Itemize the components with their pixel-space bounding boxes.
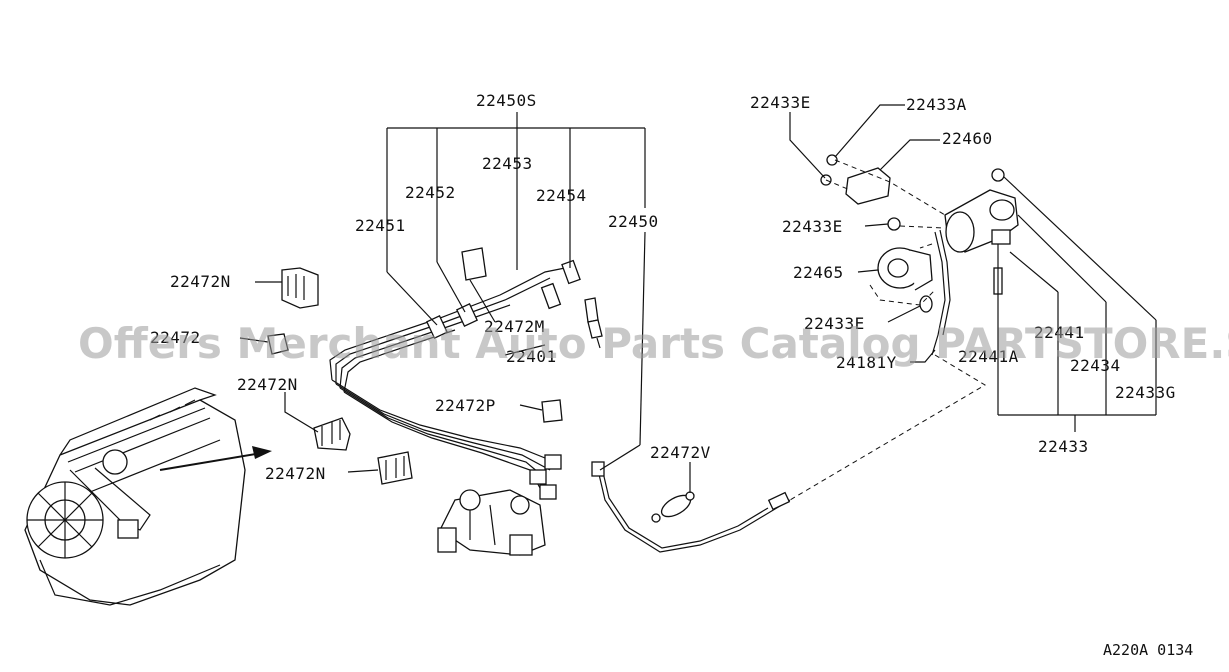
clip-22472P — [541, 399, 563, 423]
label-22433E-c: 22433E — [804, 314, 865, 333]
label-22433A: 22433A — [906, 95, 967, 114]
label-22454: 22454 — [536, 186, 587, 205]
bracket-harness — [887, 217, 951, 356]
label-22472P: 22472P — [435, 396, 496, 415]
label-22472M: 22472M — [484, 317, 545, 336]
resistor-22465 — [877, 247, 933, 291]
clip-22472M — [461, 247, 487, 281]
power-transistor-22460 — [820, 154, 891, 205]
assembly-guide-lines — [789, 159, 986, 501]
label-22472N-a: 22472N — [170, 272, 231, 291]
label-22401: 22401 — [506, 347, 557, 366]
label-22433: 22433 — [1038, 437, 1089, 456]
spark-plug — [584, 297, 603, 349]
label-22433E-a: 22433E — [750, 93, 811, 112]
coil-lead-22450 — [591, 461, 791, 553]
part-number-labels: 22450S 22453 22452 22454 22451 22450 224… — [150, 91, 1176, 483]
watermark: Offers Merchant Auto Parts Catalog PARTS… — [78, 319, 1229, 368]
ignition-wire-harness — [329, 259, 581, 500]
ignition-coil-assembly — [944, 168, 1019, 295]
grommet-22472V — [651, 491, 695, 523]
label-22441: 22441 — [1034, 323, 1085, 342]
label-22434: 22434 — [1070, 356, 1121, 375]
direction-arrow — [159, 446, 272, 471]
clip-22472N-a — [281, 267, 319, 309]
label-22460: 22460 — [942, 129, 993, 148]
label-22452: 22452 — [405, 183, 456, 202]
label-22472N-d: 22472N — [265, 464, 326, 483]
label-22451: 22451 — [355, 216, 406, 235]
label-22433E-b: 22433E — [782, 217, 843, 236]
diagram-code: A220A 0134 — [1103, 641, 1193, 659]
label-22450S: 22450S — [476, 91, 537, 110]
label-22450: 22450 — [608, 212, 659, 231]
engine-illustration — [24, 387, 246, 606]
label-22433G: 22433G — [1115, 383, 1176, 402]
leader-lines — [239, 104, 1157, 493]
label-22472-b: 22472 — [150, 328, 201, 347]
clip-22472-b — [267, 333, 289, 355]
label-24181Y: 24181Y — [836, 353, 897, 372]
clip-22472N-c — [313, 417, 351, 451]
label-22465: 22465 — [793, 263, 844, 282]
label-22441A: 22441A — [958, 347, 1019, 366]
clip-22472N-d — [377, 451, 413, 485]
distributor — [437, 489, 546, 556]
label-22472N-c: 22472N — [237, 375, 298, 394]
label-22472V: 22472V — [650, 443, 711, 462]
label-22453: 22453 — [482, 154, 533, 173]
